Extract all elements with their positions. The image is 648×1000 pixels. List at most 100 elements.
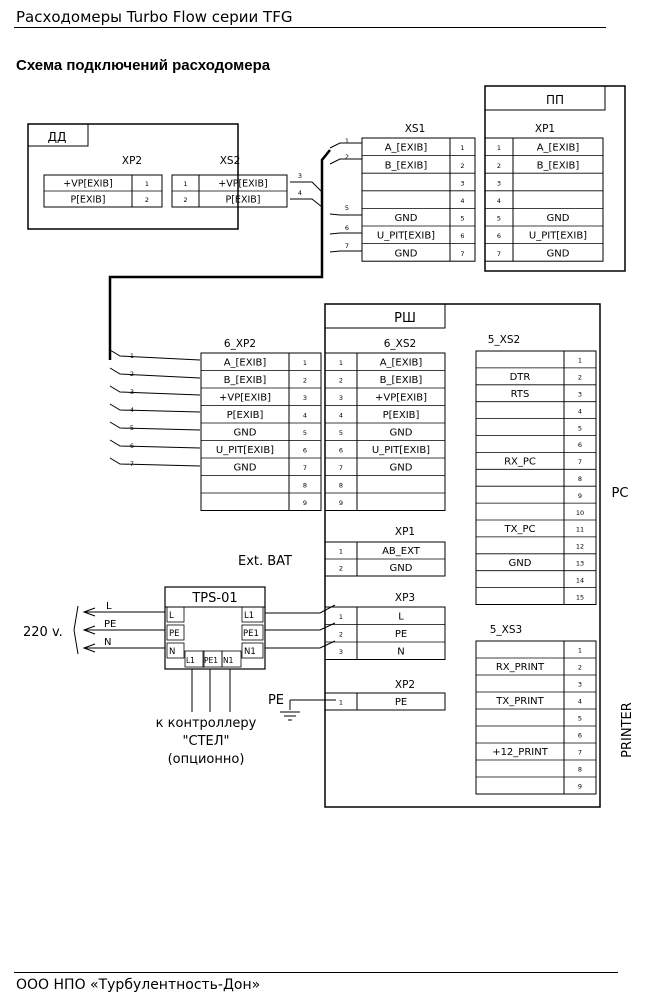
tps-label: TPS-01 [191,591,237,606]
rsh-5xs3-signal: TX_PRINT [495,696,544,707]
pp-xs1-pin-number: 1 [460,144,464,152]
rsh-5xs2-pin-number: 1 [578,357,582,365]
rsh-6xs2-signal: GND [390,463,413,474]
document-header: Расходомеры Turbo Flow серии TFG [16,8,293,26]
pe-ground-label: PE [268,693,284,708]
rsh-xp3-frame [324,606,446,660]
rsh-5xs3-pin-number: 4 [578,698,582,706]
pp-xs1-pin-number: 2 [460,162,464,170]
dd-xs2-signal: P[EXIB] [226,195,261,206]
rsh-6xp2-signal: GND [234,463,257,474]
rsh-5xs3-pin-number: 9 [578,783,582,791]
pp-xs1-signal: A_[EXIB] [385,143,428,154]
dd-wire-number: 3 [298,172,302,180]
rsh-xp1-signal: GND [390,563,413,574]
rsh-6xs2-signal: U_PIT[EXIB] [372,445,430,456]
rsh-5xs2-pin-number: 6 [578,441,582,449]
pp-wire-number: 6 [345,224,349,232]
rsh-wire-number: 3 [130,388,134,396]
rsh-xp3-pin-number: 3 [339,648,343,656]
dd-wire-ends [290,181,323,208]
rsh-xp2-signal: PE [395,697,407,708]
pp-wire-number: 1 [345,137,349,145]
rsh-wire-number: 1 [130,352,134,360]
rsh-5xs2-frame [475,350,597,605]
mains-voltage-label: 220 v. [23,625,63,640]
rsh-6xs2-pin-number: 4 [339,412,343,420]
rsh-5xs2-pin-number: 10 [576,509,584,517]
rsh-6xp2-pin-number: 4 [303,412,307,420]
rsh-5xs2-signal: TX_PC [504,524,536,535]
ext-bat-label: Ext. BAT [238,554,292,569]
mains-n-label: N [104,637,111,648]
tps-output-label: N1 [244,647,256,657]
rsh-6xp2-pin-number: 1 [303,359,307,367]
tps-bottom-label: PE1 [204,656,218,665]
rsh-xp2-frame [324,692,446,711]
tps-output-label: L1 [244,611,254,621]
controller-note-line: "СТЕЛ" [183,734,230,749]
rsh-5xs2-pin-number: 7 [578,458,582,466]
rsh-6xp2-signal: P[EXIB] [227,410,264,421]
pp-xp1-pin-number: 3 [497,179,501,187]
rsh-5xs2-signal: RX_PC [504,457,536,468]
ground-symbol [280,699,336,721]
dd-xp2-title: XP2 [122,155,142,167]
rsh-enclosure [324,303,601,808]
pp-xp1-signal: B_[EXIB] [537,160,580,171]
pp-xs1-pin-number: 4 [460,197,464,205]
rsh-6xp2-pin-number: 9 [303,499,307,507]
pp-label-box [484,85,606,111]
rsh-6xs2-pin-number: 7 [339,464,343,472]
pp-xs1-pin-number: 3 [460,179,464,187]
rsh-5xs2-pin-number: 3 [578,390,582,398]
pp-xp1-signal: GND [547,248,570,259]
pp-wire-number: 2 [345,153,349,161]
rsh-5xs2-pin-number: 8 [578,475,582,483]
rsh-xp1-pin-number: 1 [339,548,343,556]
rsh-5xs2-pin-number: 14 [576,576,584,584]
pp-xs1-frame [361,137,476,262]
tps-input-terminal [166,642,185,659]
pp-xs1-pin-number: 7 [460,250,464,258]
rsh-6xs2-pin-number: 6 [339,447,343,455]
dd-wire-number: 4 [298,189,302,197]
pc-label: PC [612,486,629,501]
pp-wire-number: 7 [345,242,349,250]
pp-xp1-signal: GND [547,213,570,224]
tps-bottom-terminal [221,650,242,668]
rsh-5xs3-pin-number: 5 [578,715,582,723]
rsh-5xs2-pin-number: 5 [578,424,582,432]
rsh-xp3-pin-number: 2 [339,631,343,639]
rsh-5xs2-pin-number: 12 [576,543,584,551]
rsh-wire-number: 2 [130,370,134,378]
pp-xp1-pin-number: 7 [497,250,501,258]
rsh-wire-number: 4 [130,406,134,414]
dd-xs2-pin-number: 1 [183,180,187,188]
rsh-5xs2-pin-number: 15 [576,593,584,601]
dd-xs2-title: XS2 [220,155,241,167]
rsh-6xs2-pin-number: 2 [339,377,343,385]
rsh-5xs2-pin-number: 13 [576,559,584,567]
rsh-6xp2-signal: A_[EXIB] [224,358,267,369]
rsh-6xp2-signal: B_[EXIB] [224,375,267,386]
pp-xp1-signal: A_[EXIB] [537,143,580,154]
tps-input-label: L [169,611,174,621]
pp-xp1-pin-number: 5 [497,215,501,223]
pp-xp1-pin-number: 2 [497,162,501,170]
tps-bottom-label: N1 [223,656,234,665]
pp-xs1-signal: U_PIT[EXIB] [377,231,435,242]
rsh-wire-number: 6 [130,442,134,450]
pp-xp1-frame [484,137,604,262]
rsh-xp3-title: XP3 [395,592,415,604]
mains-brace [73,605,79,655]
rsh-5xs3-pin-number: 8 [578,766,582,774]
rsh-5xs3-frame [475,640,597,795]
rsh-6xs2-pin-number: 3 [339,394,343,402]
rsh-label: РШ [394,311,416,326]
rsh-5xs3-title: 5_XS3 [490,624,522,636]
rsh-xp1-title: XP1 [395,526,415,538]
rsh-xp1-pin-number: 2 [339,565,343,573]
tps-output-terminal [241,606,264,623]
